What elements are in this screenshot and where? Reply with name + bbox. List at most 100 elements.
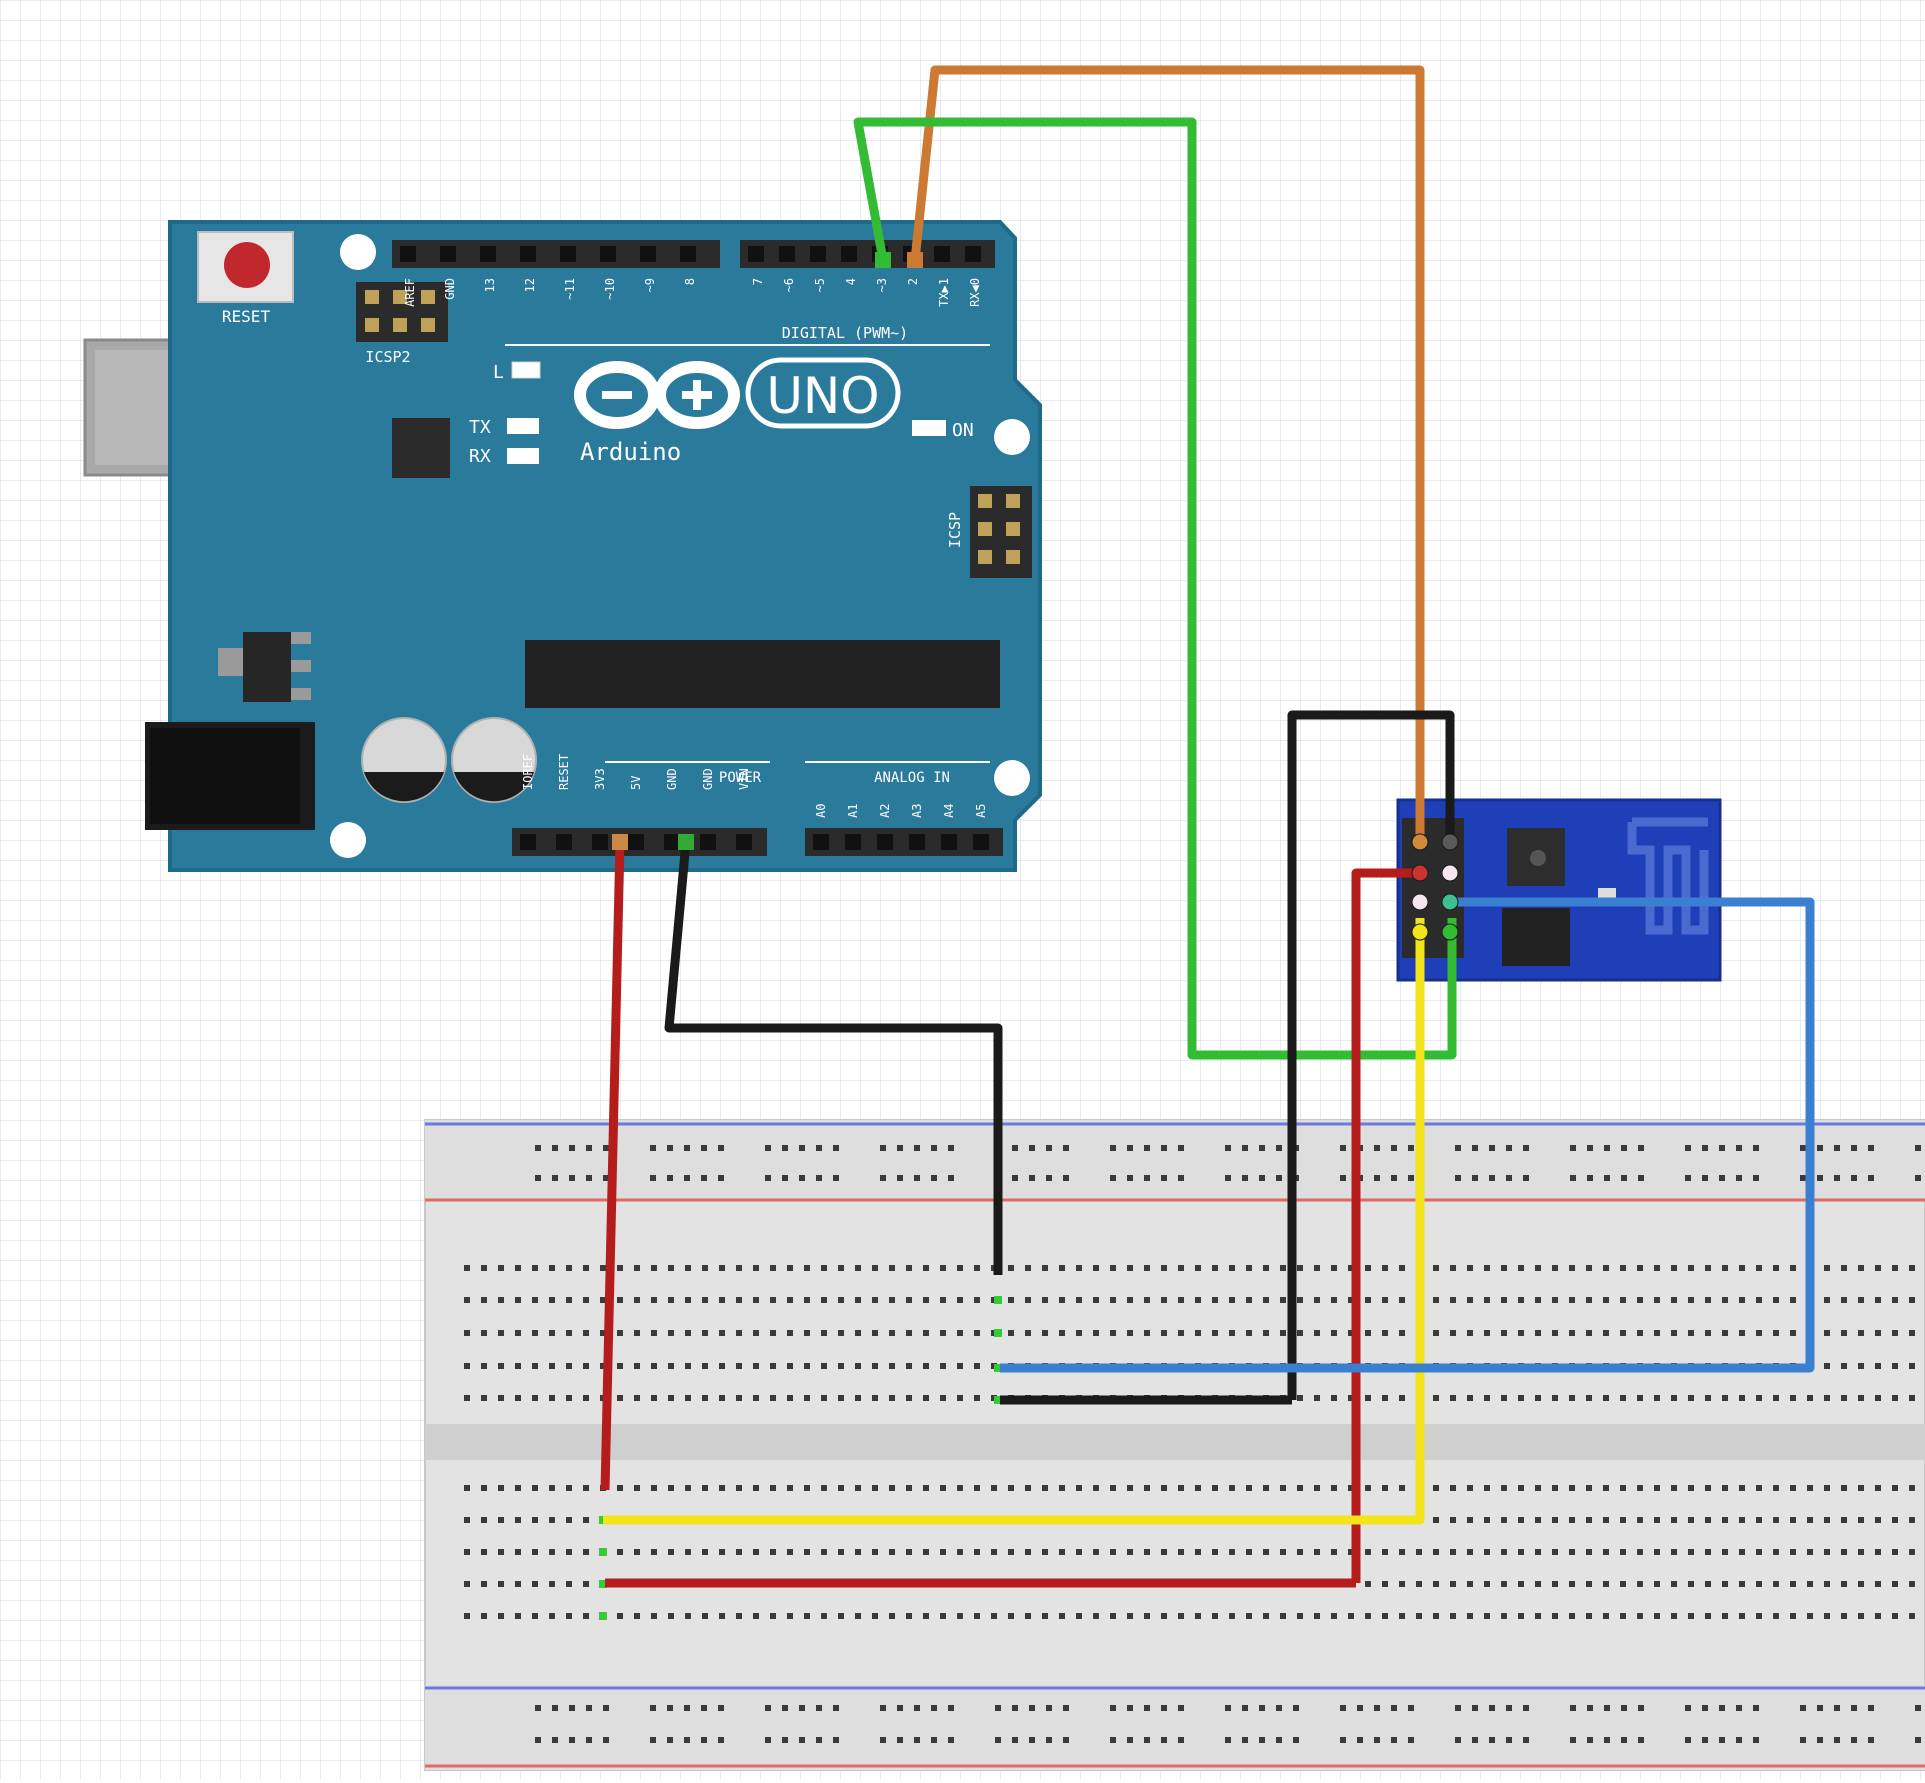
breadboard-hole: [1178, 1705, 1184, 1711]
breadboard-hole: [566, 1613, 572, 1619]
breadboard-hole: [566, 1395, 572, 1401]
breadboard-hole: [1518, 1549, 1524, 1555]
digital-label: DIGITAL (PWM~): [782, 324, 908, 342]
breadboard-hole: [1025, 1485, 1031, 1491]
breadboard-hole: [603, 1145, 609, 1151]
breadboard-hole: [816, 1705, 822, 1711]
breadboard-hole: [816, 1737, 822, 1743]
breadboard-hole: [1620, 1330, 1626, 1336]
breadboard-hole: [753, 1549, 759, 1555]
breadboard-hole: [1736, 1175, 1742, 1181]
breadboard-hole: [1841, 1613, 1847, 1619]
breadboard-hole: [1110, 1265, 1116, 1271]
breadboard-hole: [957, 1265, 963, 1271]
breadboard-hole: [532, 1581, 538, 1587]
reset-button[interactable]: [224, 242, 270, 288]
breadboard-hole: [1144, 1705, 1150, 1711]
pin-label: ~5: [813, 278, 827, 292]
breadboard-hole: [974, 1265, 980, 1271]
breadboard-hole: [1450, 1613, 1456, 1619]
breadboard-hole: [651, 1363, 657, 1369]
pin-label: 13: [483, 278, 497, 292]
breadboard-hole: [1331, 1265, 1337, 1271]
breadboard-hole: [787, 1330, 793, 1336]
breadboard-hole: [1586, 1265, 1592, 1271]
breadboard-hole: [1467, 1613, 1473, 1619]
regulator-chip: [392, 418, 450, 478]
breadboard-hole: [1604, 1145, 1610, 1151]
breadboard-hole: [1246, 1265, 1252, 1271]
breadboard-hole: [889, 1549, 895, 1555]
breadboard-hole: [923, 1549, 929, 1555]
header-pin: [941, 834, 957, 850]
breadboard-hole: [799, 1737, 805, 1743]
breadboard-hole: [940, 1363, 946, 1369]
pin-label: A5: [974, 804, 988, 818]
connected-hole: [994, 1329, 1002, 1337]
breadboard-hole: [1484, 1330, 1490, 1336]
breadboard-hole: [566, 1485, 572, 1491]
breadboard-hole: [552, 1737, 558, 1743]
icsp-label: ICSP: [946, 512, 964, 548]
breadboard-hole: [1489, 1705, 1495, 1711]
breadboard-hole: [1374, 1737, 1380, 1743]
breadboard-hole: [1314, 1265, 1320, 1271]
breadboard-hole: [1620, 1549, 1626, 1555]
breadboard-hole: [1450, 1485, 1456, 1491]
breadboard-hole: [872, 1613, 878, 1619]
breadboard-hole: [1773, 1549, 1779, 1555]
breadboard-hole: [668, 1613, 674, 1619]
breadboard-hole: [1671, 1395, 1677, 1401]
breadboard-hole: [1671, 1517, 1677, 1523]
breadboard-hole: [1834, 1175, 1840, 1181]
breadboard-hole: [1739, 1485, 1745, 1491]
breadboard-hole: [1382, 1265, 1388, 1271]
breadboard-hole: [1110, 1549, 1116, 1555]
breadboard-hole: [1127, 1265, 1133, 1271]
breadboard-hole: [650, 1145, 656, 1151]
breadboard-hole: [931, 1737, 937, 1743]
breadboard-hole: [765, 1145, 771, 1151]
breadboard-hole: [532, 1485, 538, 1491]
breadboard-hole: [1807, 1485, 1813, 1491]
analog-label: ANALOG IN: [874, 770, 950, 786]
breadboard-hole: [1604, 1175, 1610, 1181]
breadboard-hole: [1472, 1145, 1478, 1151]
breadboard-hole: [1472, 1737, 1478, 1743]
breadboard-hole: [1212, 1613, 1218, 1619]
breadboard-hole: [1671, 1265, 1677, 1271]
breadboard-hole: [1012, 1705, 1018, 1711]
breadboard-hole: [702, 1549, 708, 1555]
breadboard-hole: [617, 1363, 623, 1369]
breadboard-hole: [799, 1705, 805, 1711]
breadboard-hole: [1552, 1549, 1558, 1555]
breadboard-hole: [1365, 1330, 1371, 1336]
breadboard-hole: [1212, 1485, 1218, 1491]
breadboard-hole: [1790, 1613, 1796, 1619]
breadboard-hole: [684, 1145, 690, 1151]
breadboard-hole: [515, 1549, 521, 1555]
breadboard-hole: [753, 1613, 759, 1619]
breadboard-hole: [549, 1549, 555, 1555]
breadboard-hole: [1603, 1517, 1609, 1523]
breadboard-hole: [1433, 1517, 1439, 1523]
breadboard-hole: [1654, 1330, 1660, 1336]
esp-led: [1598, 888, 1616, 900]
center-channel: [425, 1424, 1925, 1460]
pin-label: ~3: [875, 278, 889, 292]
breadboard-hole: [1246, 1330, 1252, 1336]
breadboard-hole: [1042, 1297, 1048, 1303]
breadboard-hole: [719, 1613, 725, 1619]
breadboard-hole: [651, 1395, 657, 1401]
breadboard-hole: [1467, 1485, 1473, 1491]
breadboard-hole: [1586, 1395, 1592, 1401]
breadboard-hole: [685, 1485, 691, 1491]
breadboard-hole: [1161, 1737, 1167, 1743]
breadboard-hole: [566, 1363, 572, 1369]
breadboard-hole: [1242, 1145, 1248, 1151]
breadboard-hole: [889, 1363, 895, 1369]
breadboard-hole: [770, 1613, 776, 1619]
breadboard-hole: [702, 1485, 708, 1491]
breadboard-hole: [1246, 1485, 1252, 1491]
breadboard-hole: [1841, 1330, 1847, 1336]
